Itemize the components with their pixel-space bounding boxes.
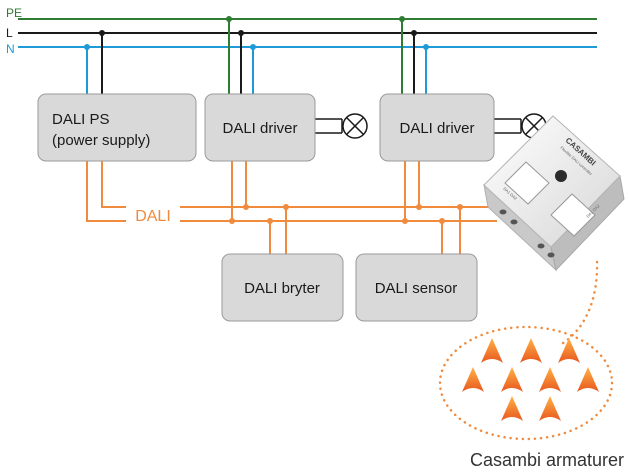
switch-label: DALI bryter <box>244 280 320 297</box>
driver-2-box: DALI driver <box>379 93 495 162</box>
luminaire-icon <box>558 338 580 363</box>
switch-box: DALI bryter <box>221 253 344 322</box>
junction-dot <box>99 30 105 36</box>
luminaire-icon <box>501 396 523 421</box>
junction-dot <box>250 44 256 50</box>
junction-dot <box>423 44 429 50</box>
luminaire-icon <box>539 396 561 421</box>
driver-1-box: DALI driver <box>204 93 316 162</box>
l-label: L <box>6 26 13 40</box>
luminaire-icons <box>462 338 599 421</box>
power-supply-box: DALI PS (power supply) <box>37 93 197 162</box>
power-supply-title: DALI PS <box>52 111 110 128</box>
luminaire-icon <box>462 367 484 392</box>
driver-1-label: DALI driver <box>222 120 297 137</box>
luminaire-icon <box>481 338 503 363</box>
driver-2-label: DALI driver <box>399 120 474 137</box>
luminaire-icon <box>577 367 599 392</box>
junction-dot <box>411 30 417 36</box>
pe-label: PE <box>6 6 22 20</box>
sensor-label: DALI sensor <box>375 280 458 297</box>
luminaires-caption: Casambi armaturer <box>470 450 624 470</box>
wireless-link <box>558 260 599 347</box>
luminaire-icon <box>501 367 523 392</box>
sensor-box: DALI sensor <box>355 253 478 322</box>
casambi-controller: CASAMBI Flexible DALI controller DA1 DA2… <box>483 115 625 272</box>
junction-dot <box>238 30 244 36</box>
dali-junctions <box>229 204 463 224</box>
junction-dot <box>399 16 405 22</box>
luminaire-icon <box>520 338 542 363</box>
junction-dot <box>226 16 232 22</box>
power-supply-subtitle: (power supply) <box>52 132 150 149</box>
luminaire-icon <box>539 367 561 392</box>
luminaire-group <box>438 325 614 441</box>
n-label: N <box>6 42 15 56</box>
junction-dot <box>84 44 90 50</box>
dali-label: DALI <box>135 208 171 225</box>
lamp-icon <box>342 113 368 139</box>
